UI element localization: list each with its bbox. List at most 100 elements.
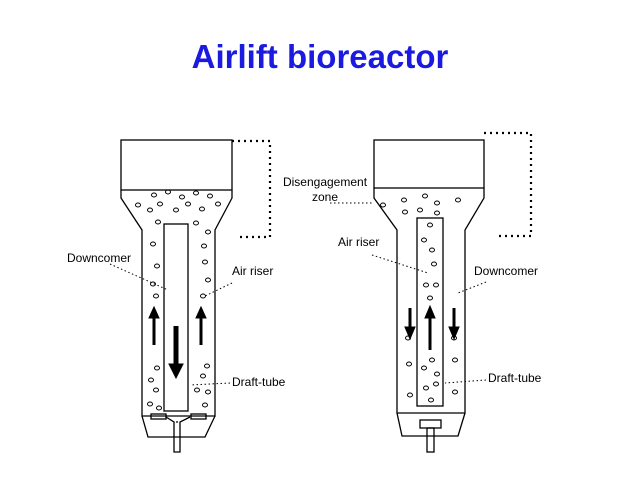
left-base [141,415,216,438]
bubble [406,361,412,367]
left-up-arrow-outer-head [148,305,160,319]
right-disengagement-bracket [484,131,533,238]
left-sparger-pad-right [190,413,207,420]
right-air-riser-leader [371,254,429,274]
bubble [407,392,413,398]
right-leaders [330,202,487,384]
left-down-arrow-tube-head [168,363,184,380]
bubble [150,241,156,247]
left-disengagement-bracket [232,139,272,239]
right-downcomer-label: Downcomer [474,264,538,278]
bubble [153,387,159,393]
left-draft-tube-leader [189,382,231,386]
right-flow-arrows [404,304,460,350]
left-vessel-wall [120,190,233,417]
bubble [433,381,439,387]
bubble [421,365,427,371]
right-down-arrow-right-head [448,326,460,341]
right-reactor [373,139,485,453]
right-up-arrow-tube-head [424,304,436,319]
right-draft-tube [416,217,444,407]
left-up-arrow-right-head [195,305,207,319]
bubble [427,222,433,228]
bubble [428,397,434,403]
bubble [402,209,408,215]
bubble [452,357,458,363]
bubble [199,206,205,212]
slide-title: Airlift bioreactor [191,38,449,75]
left-air-riser-label: Air riser [232,264,273,278]
bubble [434,200,440,206]
bubble [205,229,211,235]
bubble [148,377,154,383]
bubble [157,201,163,207]
right-headspace [373,139,485,189]
bubble [193,190,199,196]
left-draft-tube [163,223,189,412]
bubble [147,401,153,407]
bubble [434,371,440,377]
bubble [193,220,199,226]
bubble [202,259,208,265]
right-draft-tube-label: Draft-tube [488,371,542,385]
bubble [429,247,435,253]
bubble [423,282,429,288]
bubble [429,357,435,363]
right-air-riser-label: Air riser [338,235,379,249]
bubble [421,237,427,243]
bubble [200,293,206,299]
bubble [434,210,440,216]
bubble [173,207,179,213]
left-reactor [120,139,233,453]
bubble [452,389,458,395]
bubble [215,201,221,207]
bubble [153,293,159,299]
bubble [135,202,141,208]
left-leaders [109,263,233,386]
bubble [147,207,153,213]
bubble [201,243,207,249]
right-base [396,412,466,437]
bubble [204,363,210,369]
bubble [401,197,407,203]
disengagement-zone-label-line2: zone [312,190,338,204]
bubble [433,282,439,288]
bubble [150,281,156,287]
left-sparger-pad-left [150,413,167,420]
bubble [151,192,157,198]
bubble [423,385,429,391]
left-downcomer-leader [109,263,169,291]
left-headspace [120,139,233,191]
bubble [205,389,211,395]
right-vessel-wall [373,188,485,414]
left-bubbles [135,189,221,411]
bubble [202,402,208,408]
left-downcomer-label: Downcomer [67,251,131,265]
bubble [455,197,461,203]
bubble [155,219,161,225]
bubble [185,201,191,207]
bubble [194,387,200,393]
right-downcomer-leader [457,281,487,294]
bubble [154,365,160,371]
bubble [179,194,185,200]
bubble [154,263,160,269]
bubble [165,189,171,195]
bubble [200,373,206,379]
bubble [422,193,428,199]
right-bubbles [380,193,461,403]
right-sparger-plate [419,419,442,429]
disengagement-zone-label-line1: Disengagement [283,175,368,189]
bubble [380,202,386,208]
bubble [427,295,433,301]
right-down-arrow-left-head [404,326,416,341]
right-sparger-stem [426,427,435,453]
bubble [417,207,423,213]
left-flow-arrows [148,305,207,380]
bubble [156,405,162,411]
left-air-riser-leader [204,282,233,297]
bubble [205,277,211,283]
bubble [207,193,213,199]
left-draft-tube-label: Draft-tube [232,375,286,389]
